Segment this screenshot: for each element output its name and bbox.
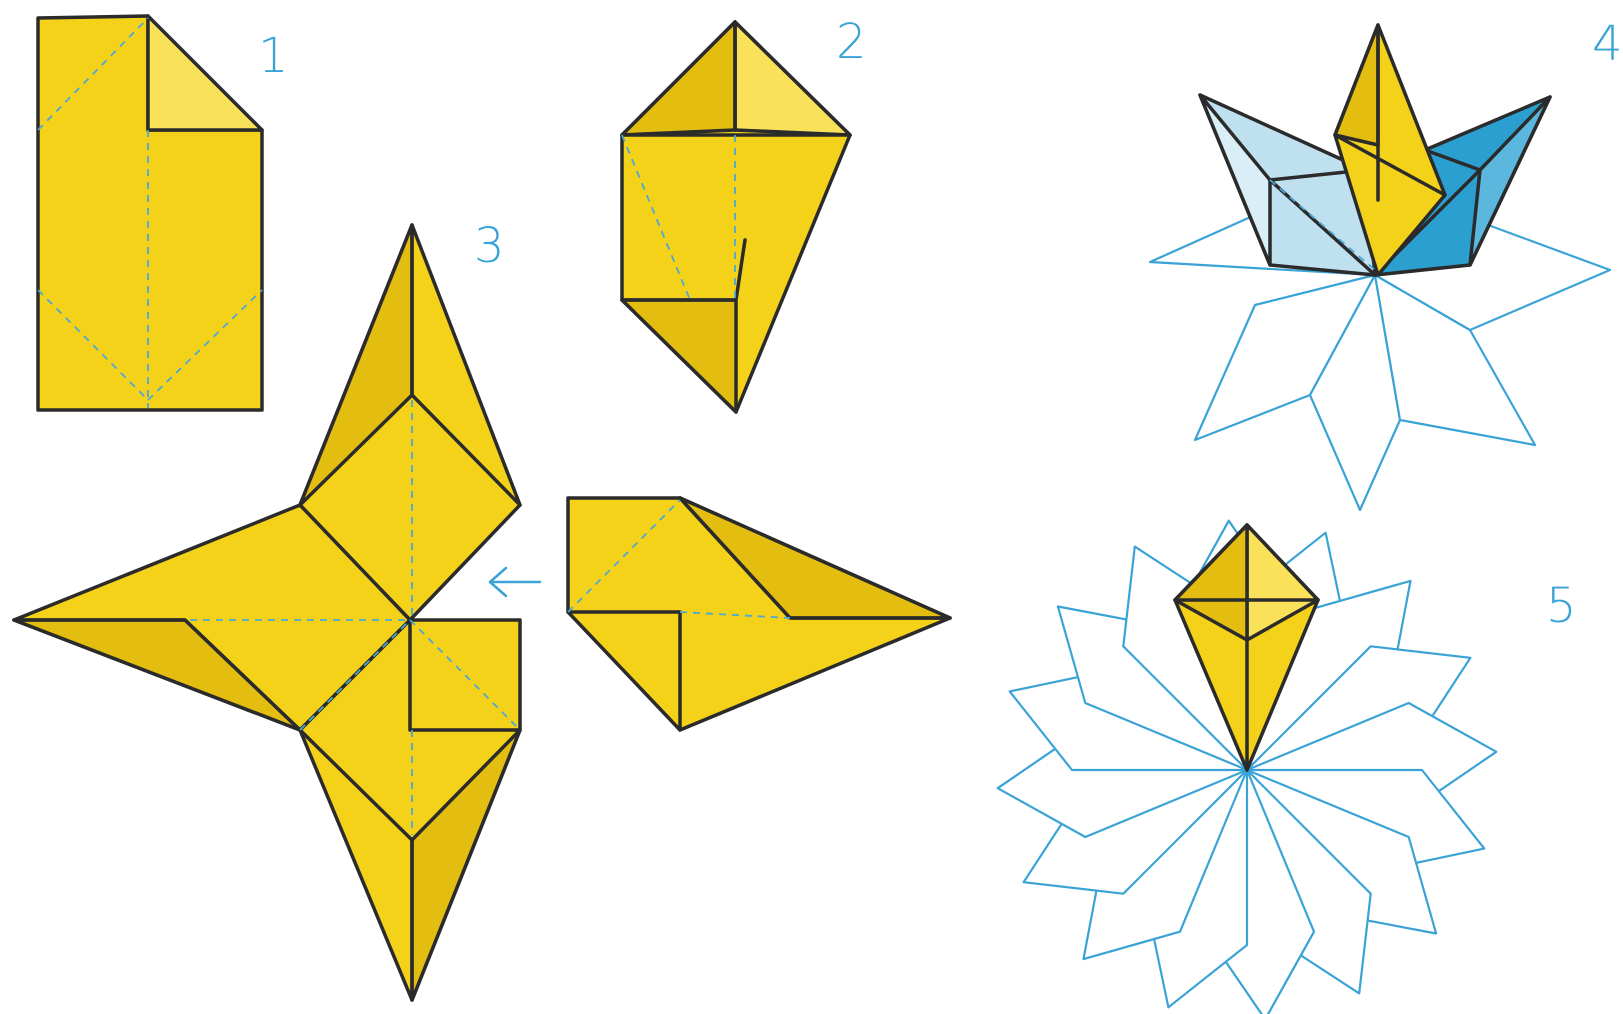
- step-3-number: 3: [474, 218, 505, 274]
- step-2-number: 2: [836, 14, 867, 70]
- step-5-number: 5: [1546, 578, 1577, 634]
- step-1-diagram: 1: [38, 16, 289, 410]
- step-4-diagram: 4: [1150, 16, 1623, 510]
- step-5-diagram: 5: [998, 521, 1577, 1014]
- insert-arrow-icon: [490, 568, 540, 596]
- step-2-diagram: 2: [622, 14, 867, 412]
- step-4-number: 4: [1592, 16, 1623, 72]
- step-1-number: 1: [258, 28, 289, 84]
